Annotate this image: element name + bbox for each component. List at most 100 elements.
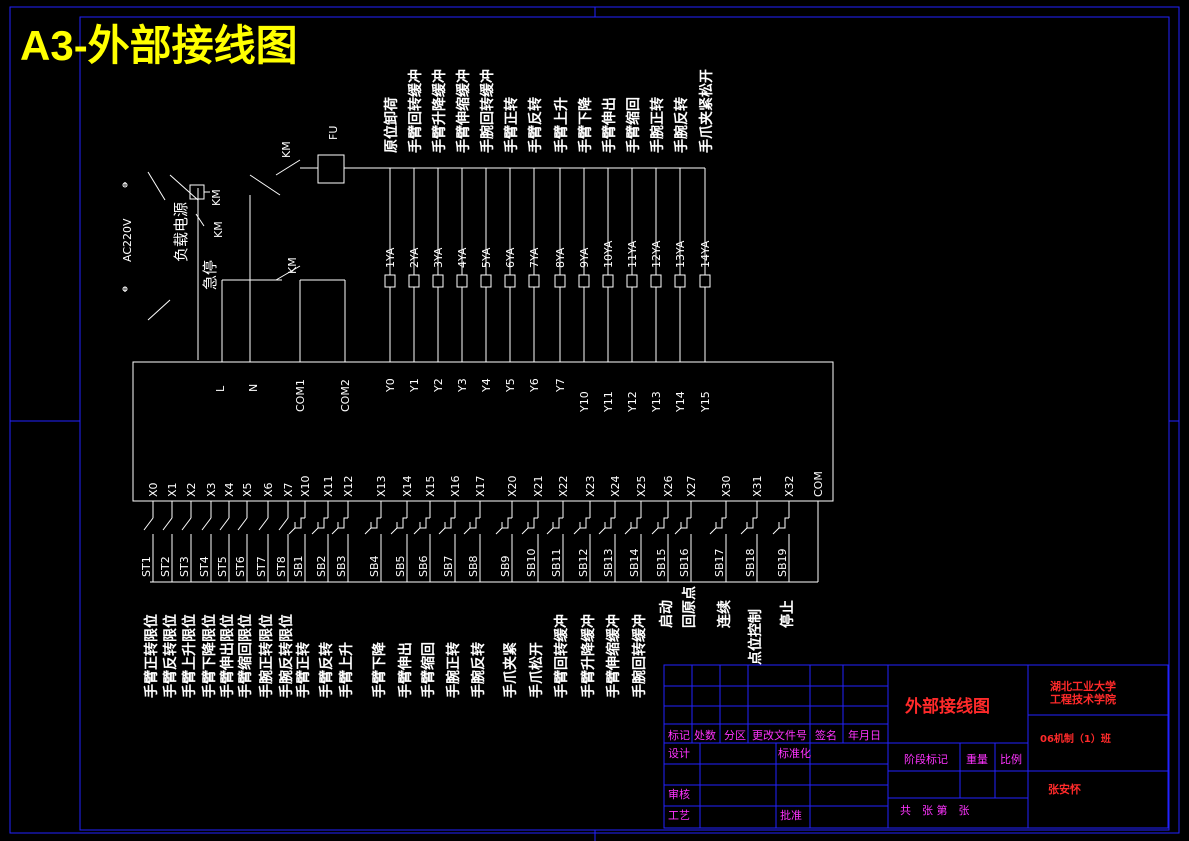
push-contact xyxy=(331,527,339,535)
coil xyxy=(432,274,444,288)
plc-pin-y11: Y11 xyxy=(602,391,615,413)
switch-label: SB10 xyxy=(525,548,538,577)
input-label: 手臂缩回 xyxy=(420,642,437,698)
output-label: 手腕回转缓冲 xyxy=(479,69,496,153)
push-button xyxy=(527,517,538,529)
input-label: 手臂伸出 xyxy=(397,642,414,698)
push-button xyxy=(746,517,757,529)
plc-pin-x20: X20 xyxy=(506,475,519,497)
plc-pin-x3: X3 xyxy=(205,482,218,497)
switch-label: SB4 xyxy=(368,555,381,577)
plc-pin-x26: X26 xyxy=(662,475,675,497)
input-label: 连续 xyxy=(716,600,733,628)
plc-pin-x13: X13 xyxy=(375,475,388,497)
switch-label: SB2 xyxy=(315,555,328,577)
input-label: 手腕正转 xyxy=(445,642,462,698)
output-label: 手腕正转 xyxy=(649,97,666,153)
plc-pin-x0: X0 xyxy=(147,482,160,497)
switch-label: SB9 xyxy=(499,555,512,577)
plc-pin-y0: Y0 xyxy=(384,378,397,393)
input-label: 启动 xyxy=(658,600,675,628)
switch-label: ST7 xyxy=(255,556,268,577)
input-st7: ST7 手腕正转限位 xyxy=(255,501,275,698)
limit-switch xyxy=(237,517,248,531)
push-button xyxy=(501,517,512,529)
output-label: 手爪夹紧松开 xyxy=(698,69,715,153)
plc-pin-x1: X1 xyxy=(166,482,179,497)
output-label: 手臂回转缓冲 xyxy=(407,69,424,153)
push-contact xyxy=(546,527,554,535)
switch-label: SB17 xyxy=(713,548,726,577)
output-4: 4YA 手臂伸缩缓冲 xyxy=(455,69,472,362)
push-button xyxy=(469,517,480,529)
switch-label: SB8 xyxy=(467,555,480,577)
coil xyxy=(480,274,492,288)
input-label: 手臂回转缓冲 xyxy=(553,614,570,698)
push-contact xyxy=(413,527,421,535)
push-button xyxy=(294,517,305,529)
push-contact xyxy=(674,527,682,535)
limit-switch xyxy=(278,517,289,531)
tb-process: 工艺 xyxy=(668,809,690,822)
km-label-main: KM xyxy=(286,257,299,274)
plc-pin-l: L xyxy=(214,385,227,392)
tb-design: 设计 xyxy=(668,747,690,760)
tb-review: 审核 xyxy=(668,787,690,801)
input-label: 点位控制 xyxy=(747,609,764,665)
title-block xyxy=(663,664,1169,829)
output-coils: 1YA原位卸荷2YA手臂回转缓冲3YA手臂升降缓冲4YA手臂伸缩缓冲5YA手腕回… xyxy=(383,69,715,362)
estop-label: 急停 xyxy=(201,260,219,290)
coil xyxy=(528,274,540,288)
coil-label: 4YA xyxy=(456,247,469,268)
push-contact xyxy=(598,527,606,535)
push-contact xyxy=(573,527,581,535)
input-label: 手腕回转缓冲 xyxy=(631,614,648,698)
switch-label: SB16 xyxy=(678,548,691,577)
plc-pin-x11: X11 xyxy=(322,475,335,497)
coil xyxy=(602,274,614,288)
plc-pin-y12: Y12 xyxy=(626,391,639,413)
push-contact xyxy=(709,527,717,535)
output-label: 手腕反转 xyxy=(673,97,690,153)
output-label: 手臂上升 xyxy=(553,97,570,153)
push-contact xyxy=(288,527,296,535)
output-label: 手臂伸缩缓冲 xyxy=(455,69,472,153)
coil xyxy=(674,274,686,288)
plc-pin-x7: X7 xyxy=(282,482,295,497)
tb-head: 年月日 xyxy=(848,728,881,742)
tb-approve: 批准 xyxy=(780,808,802,822)
coil-label: 7YA xyxy=(528,247,541,268)
tb-scale: 比例 xyxy=(1000,752,1022,766)
drawing-name: 外部接线图 xyxy=(905,696,990,717)
input-label: 手腕正转限位 xyxy=(258,614,275,698)
limit-switch xyxy=(201,517,212,531)
input-label: 手臂下降限位 xyxy=(201,614,218,698)
plc-pin-y7: Y7 xyxy=(554,378,567,393)
plc-pin-x14: X14 xyxy=(401,475,414,497)
switch-label: SB19 xyxy=(776,548,789,577)
coil-label: 12YA xyxy=(650,240,663,268)
switch-label: SB7 xyxy=(442,555,455,577)
coil xyxy=(578,274,590,288)
plc-pin-y10: Y10 xyxy=(578,391,591,413)
input-switches: ST1手臂正转限位ST2手臂反转限位ST3手臂上升限位ST4手臂下降限位ST5手… xyxy=(140,501,819,698)
coil xyxy=(456,274,468,288)
coil-label: 5YA xyxy=(480,247,493,268)
plc-pin-y4: Y4 xyxy=(480,378,493,393)
plc-pin-x22: X22 xyxy=(557,475,570,497)
km-label-top: KM xyxy=(280,141,293,158)
